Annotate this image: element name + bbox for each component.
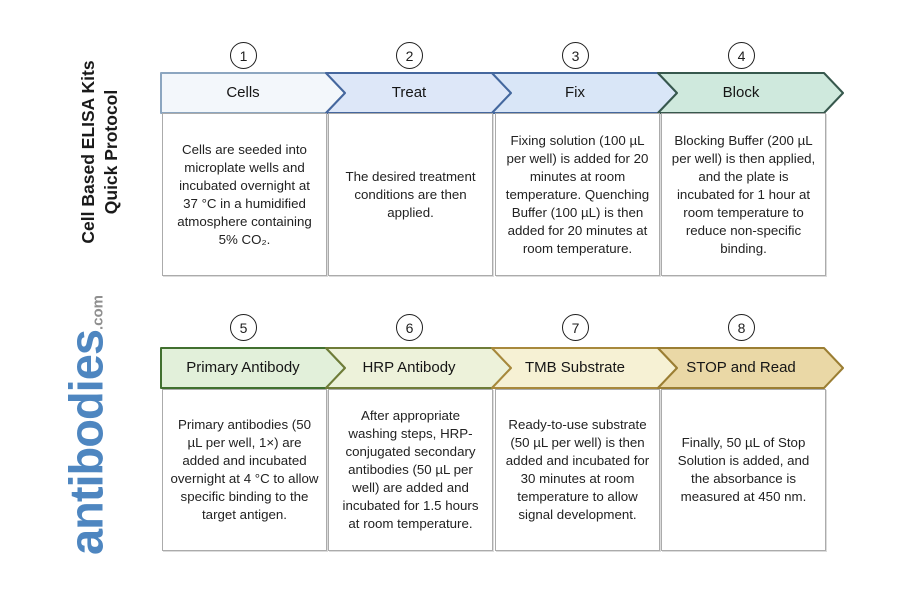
step-number-badge: 1 bbox=[230, 42, 257, 69]
step-description-text: Blocking Buffer (200 µL per well) is the… bbox=[671, 132, 816, 256]
step-description-text: The desired treatment conditions are the… bbox=[345, 168, 476, 220]
protocol-row-1: 1 2 3 4 Cells Treat Fix Block Cells are … bbox=[0, 0, 900, 280]
step-description-text: Cells are seeded into microplate wells a… bbox=[177, 141, 312, 247]
step-description: Ready-to-use substrate (50 µL per well) … bbox=[495, 389, 660, 551]
step-description: The desired treatment conditions are the… bbox=[328, 113, 493, 276]
step-number-badge: 3 bbox=[562, 42, 589, 69]
step-description: After appropriate washing steps, HRP-con… bbox=[328, 389, 493, 551]
step-description: Blocking Buffer (200 µL per well) is the… bbox=[661, 113, 826, 276]
process-arrow-band bbox=[160, 72, 844, 114]
step-arrow-shape bbox=[325, 347, 512, 389]
step-description: Cells are seeded into microplate wells a… bbox=[162, 113, 327, 276]
step-description-text: After appropriate washing steps, HRP-con… bbox=[342, 408, 479, 531]
step-description: Primary antibodies (50 µL per well, 1×) … bbox=[162, 389, 327, 551]
step-description-text: Fixing solution (100 µL per well) is add… bbox=[505, 132, 650, 256]
step-description: Fixing solution (100 µL per well) is add… bbox=[495, 113, 660, 276]
step-arrow-shape bbox=[657, 347, 844, 389]
step-number-badge: 6 bbox=[396, 314, 423, 341]
protocol-row-2: 5 6 7 8 Primary Antibody HRP Antibody TM… bbox=[0, 272, 900, 562]
step-description-text: Primary antibodies (50 µL per well, 1×) … bbox=[170, 417, 319, 522]
step-number-badge: 7 bbox=[562, 314, 589, 341]
step-arrow-shape bbox=[160, 347, 346, 389]
step-arrow-shape bbox=[160, 72, 346, 114]
step-arrow-shape bbox=[325, 72, 512, 114]
step-number-badge: 4 bbox=[728, 42, 755, 69]
step-number-badge: 5 bbox=[230, 314, 257, 341]
step-description-text: Finally, 50 µL of Stop Solution is added… bbox=[677, 435, 810, 504]
step-description-text: Ready-to-use substrate (50 µL per well) … bbox=[505, 417, 650, 522]
process-arrow-band bbox=[160, 347, 844, 389]
step-arrow-shape bbox=[491, 72, 678, 114]
step-number-badge: 8 bbox=[728, 314, 755, 341]
step-description: Finally, 50 µL of Stop Solution is added… bbox=[661, 389, 826, 551]
step-number-badge: 2 bbox=[396, 42, 423, 69]
step-arrow-shape bbox=[657, 72, 844, 114]
step-arrow-shape bbox=[491, 347, 678, 389]
